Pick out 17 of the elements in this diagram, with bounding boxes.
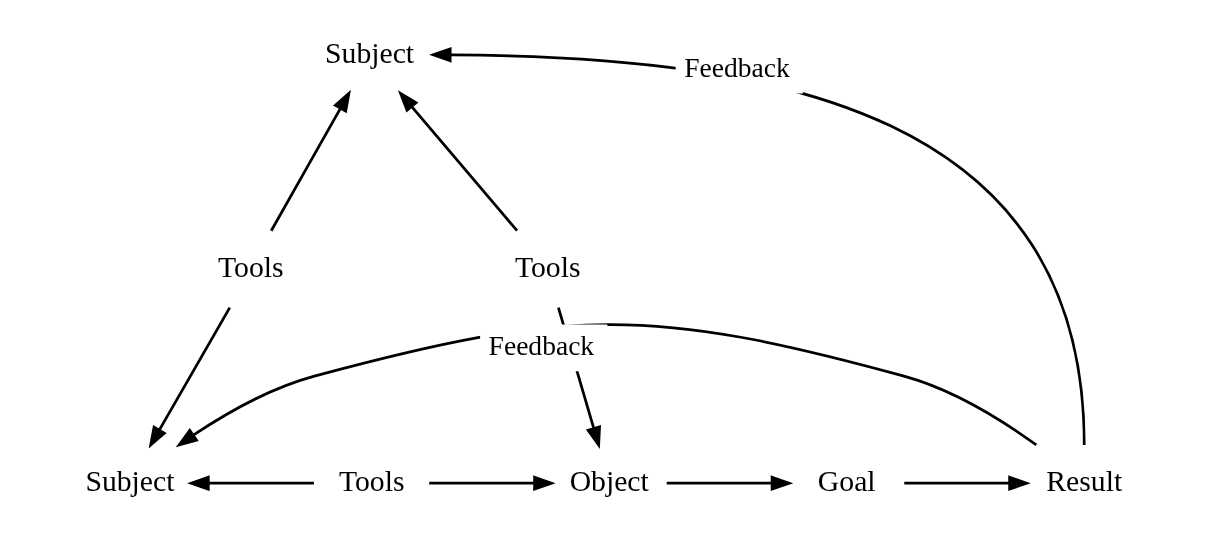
edge-label: Feedback bbox=[683, 52, 790, 84]
arrow bbox=[269, 89, 351, 232]
node-text: Tools bbox=[217, 250, 284, 283]
arrow bbox=[186, 475, 314, 492]
arrow bbox=[666, 475, 793, 492]
edge-label: Feedback bbox=[488, 330, 594, 362]
node-text: Tools bbox=[514, 250, 580, 283]
arrow bbox=[903, 475, 1031, 492]
node-text: Object bbox=[569, 465, 649, 498]
node-text: Tools bbox=[338, 465, 404, 498]
node-text: Subject bbox=[84, 465, 174, 498]
arrow bbox=[397, 90, 518, 232]
node-text: Result bbox=[1045, 465, 1122, 498]
node-text: Subject bbox=[324, 36, 414, 69]
arrow bbox=[428, 475, 556, 492]
node-text: Goal bbox=[817, 465, 876, 498]
arrow bbox=[148, 307, 231, 449]
